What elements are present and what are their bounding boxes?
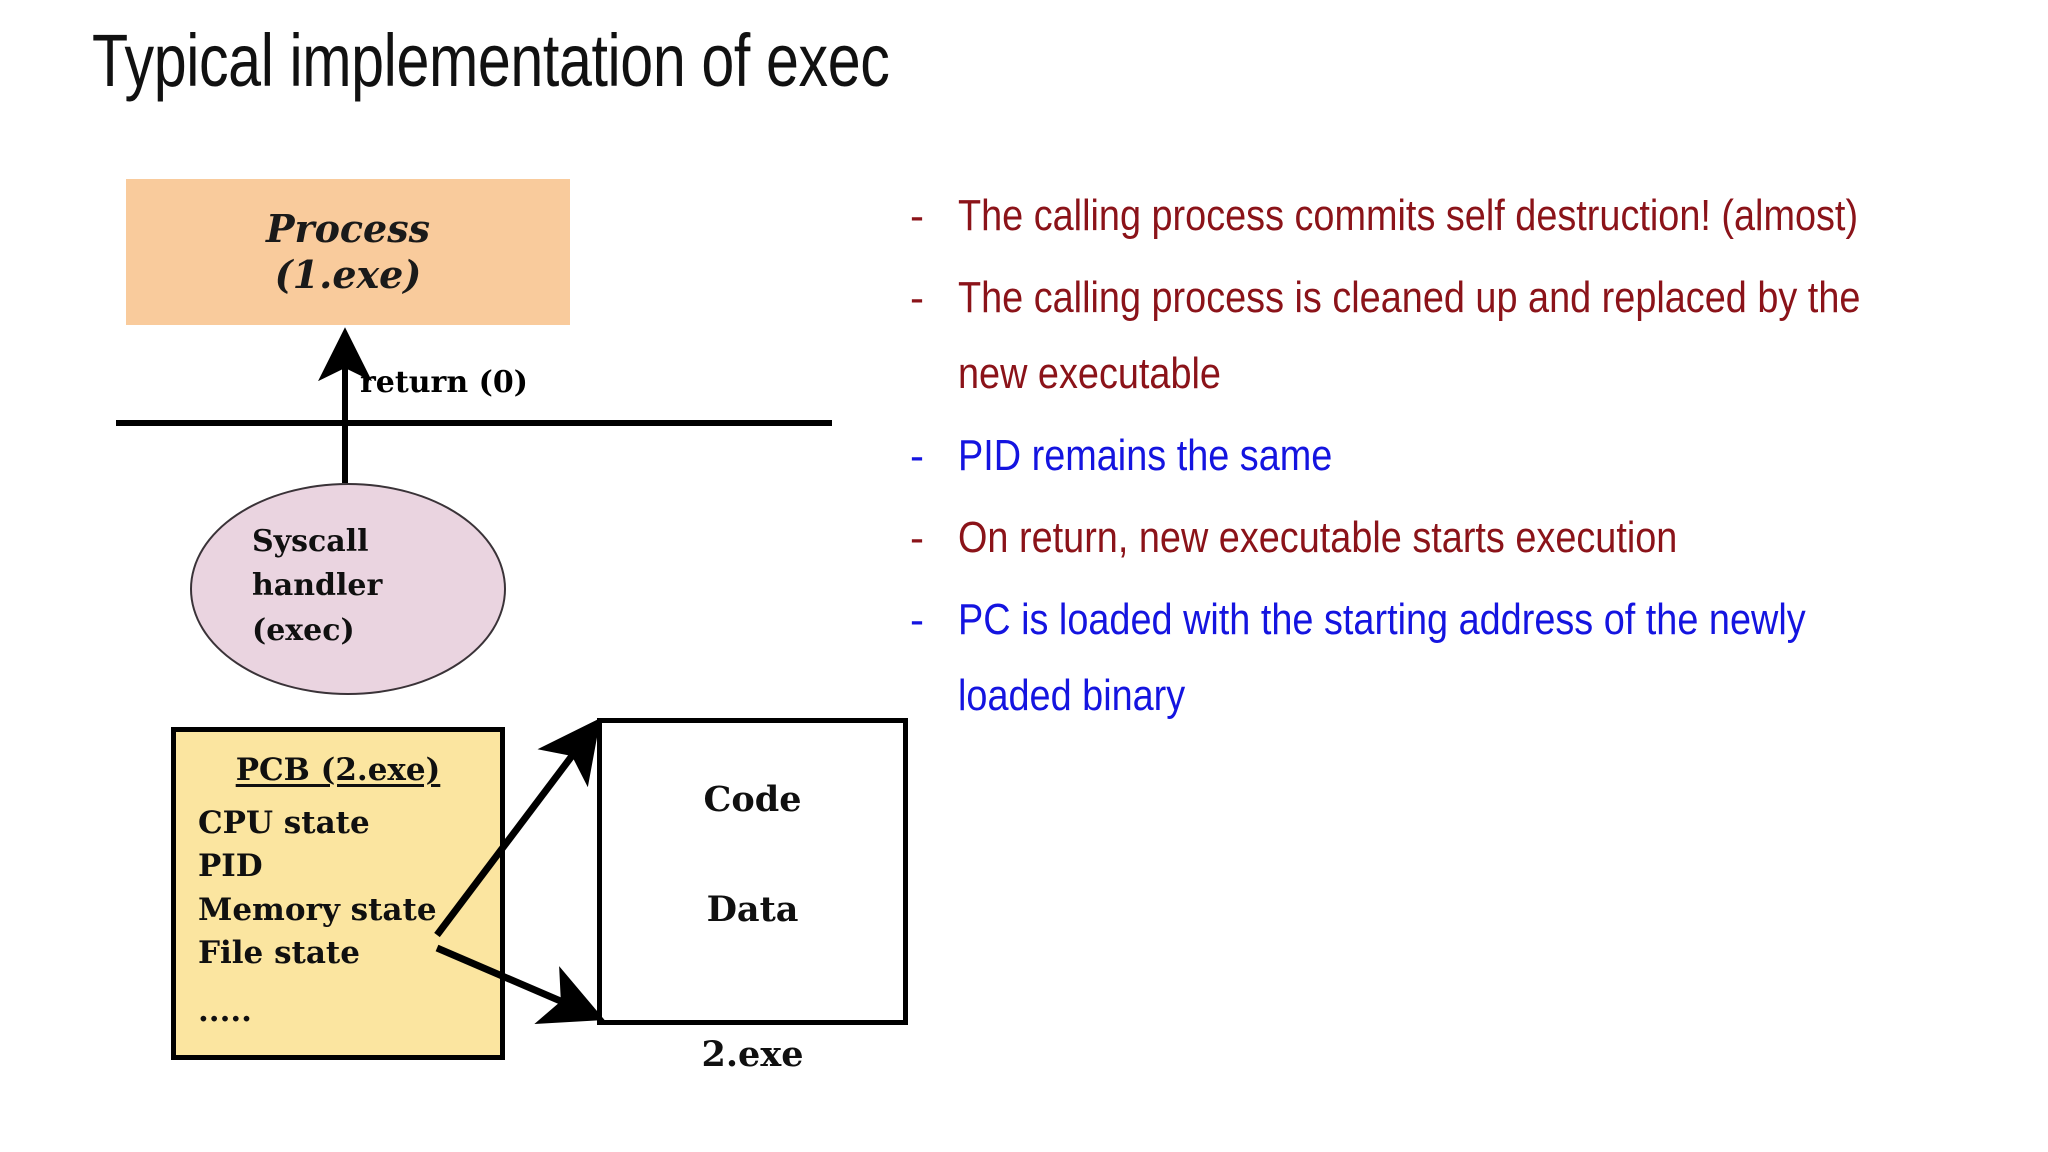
bullet-text-0: The calling process commits self destruc…	[958, 191, 1859, 240]
bullet-marker-4: -	[910, 596, 924, 643]
pcb-field-3: File state	[198, 935, 360, 972]
list-item: - The calling process commits self destr…	[910, 178, 2020, 254]
process-box: Process (1.exe)	[126, 179, 570, 325]
executable-caption: 2.exe	[701, 1034, 804, 1075]
return-label: return (0)	[360, 365, 528, 400]
list-item: - On return, new executable starts execu…	[910, 500, 2020, 576]
bullet-marker-3: -	[910, 514, 924, 561]
bullet-text-1: The calling process is cleaned up and re…	[958, 273, 1861, 398]
bullet-text-4: PC is loaded with the starting address o…	[958, 595, 1806, 720]
syscall-line1: Syscall	[252, 524, 369, 559]
executable-image-box: Code Data	[597, 718, 908, 1025]
syscall-line2: handler	[252, 568, 383, 604]
process-box-line1: Process	[265, 205, 431, 251]
syscall-line3: (exec)	[252, 612, 355, 648]
code-segment-label: Code	[703, 779, 802, 820]
bullet-marker-1: -	[910, 274, 924, 321]
bullet-marker-2: -	[910, 432, 924, 479]
syscall-handler-ellipse	[190, 483, 506, 695]
syscall-handler-label: Syscall handler (exec)	[252, 520, 382, 653]
pcb-title: PCB (2.exe)	[235, 752, 441, 788]
bullet-list: - The calling process commits self destr…	[910, 178, 2020, 740]
bullet-text-3: On return, new executable starts executi…	[958, 513, 1678, 562]
pcb-field-0: CPU state	[198, 805, 370, 841]
bullet-text-2: PID remains the same	[958, 431, 1333, 480]
pcb-field-2: Memory state	[198, 891, 437, 928]
list-item: - PID remains the same	[910, 418, 2020, 494]
pcb-field-list: CPU state PID Memory state File state ..…	[198, 802, 437, 1033]
pcb-ellipsis: .....	[198, 992, 252, 1029]
user-kernel-boundary-line	[116, 420, 832, 426]
page-title: Typical implementation of exec	[92, 19, 890, 102]
pcb-field-1: PID	[198, 848, 263, 885]
process-box-line2: (1.exe)	[274, 252, 422, 297]
pcb-spacer	[198, 976, 437, 990]
list-item: - The calling process is cleaned up and …	[910, 260, 2020, 412]
bullet-marker-0: -	[910, 192, 924, 239]
list-item: - PC is loaded with the starting address…	[910, 582, 2020, 734]
pcb-box: PCB (2.exe) CPU state PID Memory state F…	[171, 727, 505, 1060]
data-segment-label: Data	[706, 889, 799, 930]
